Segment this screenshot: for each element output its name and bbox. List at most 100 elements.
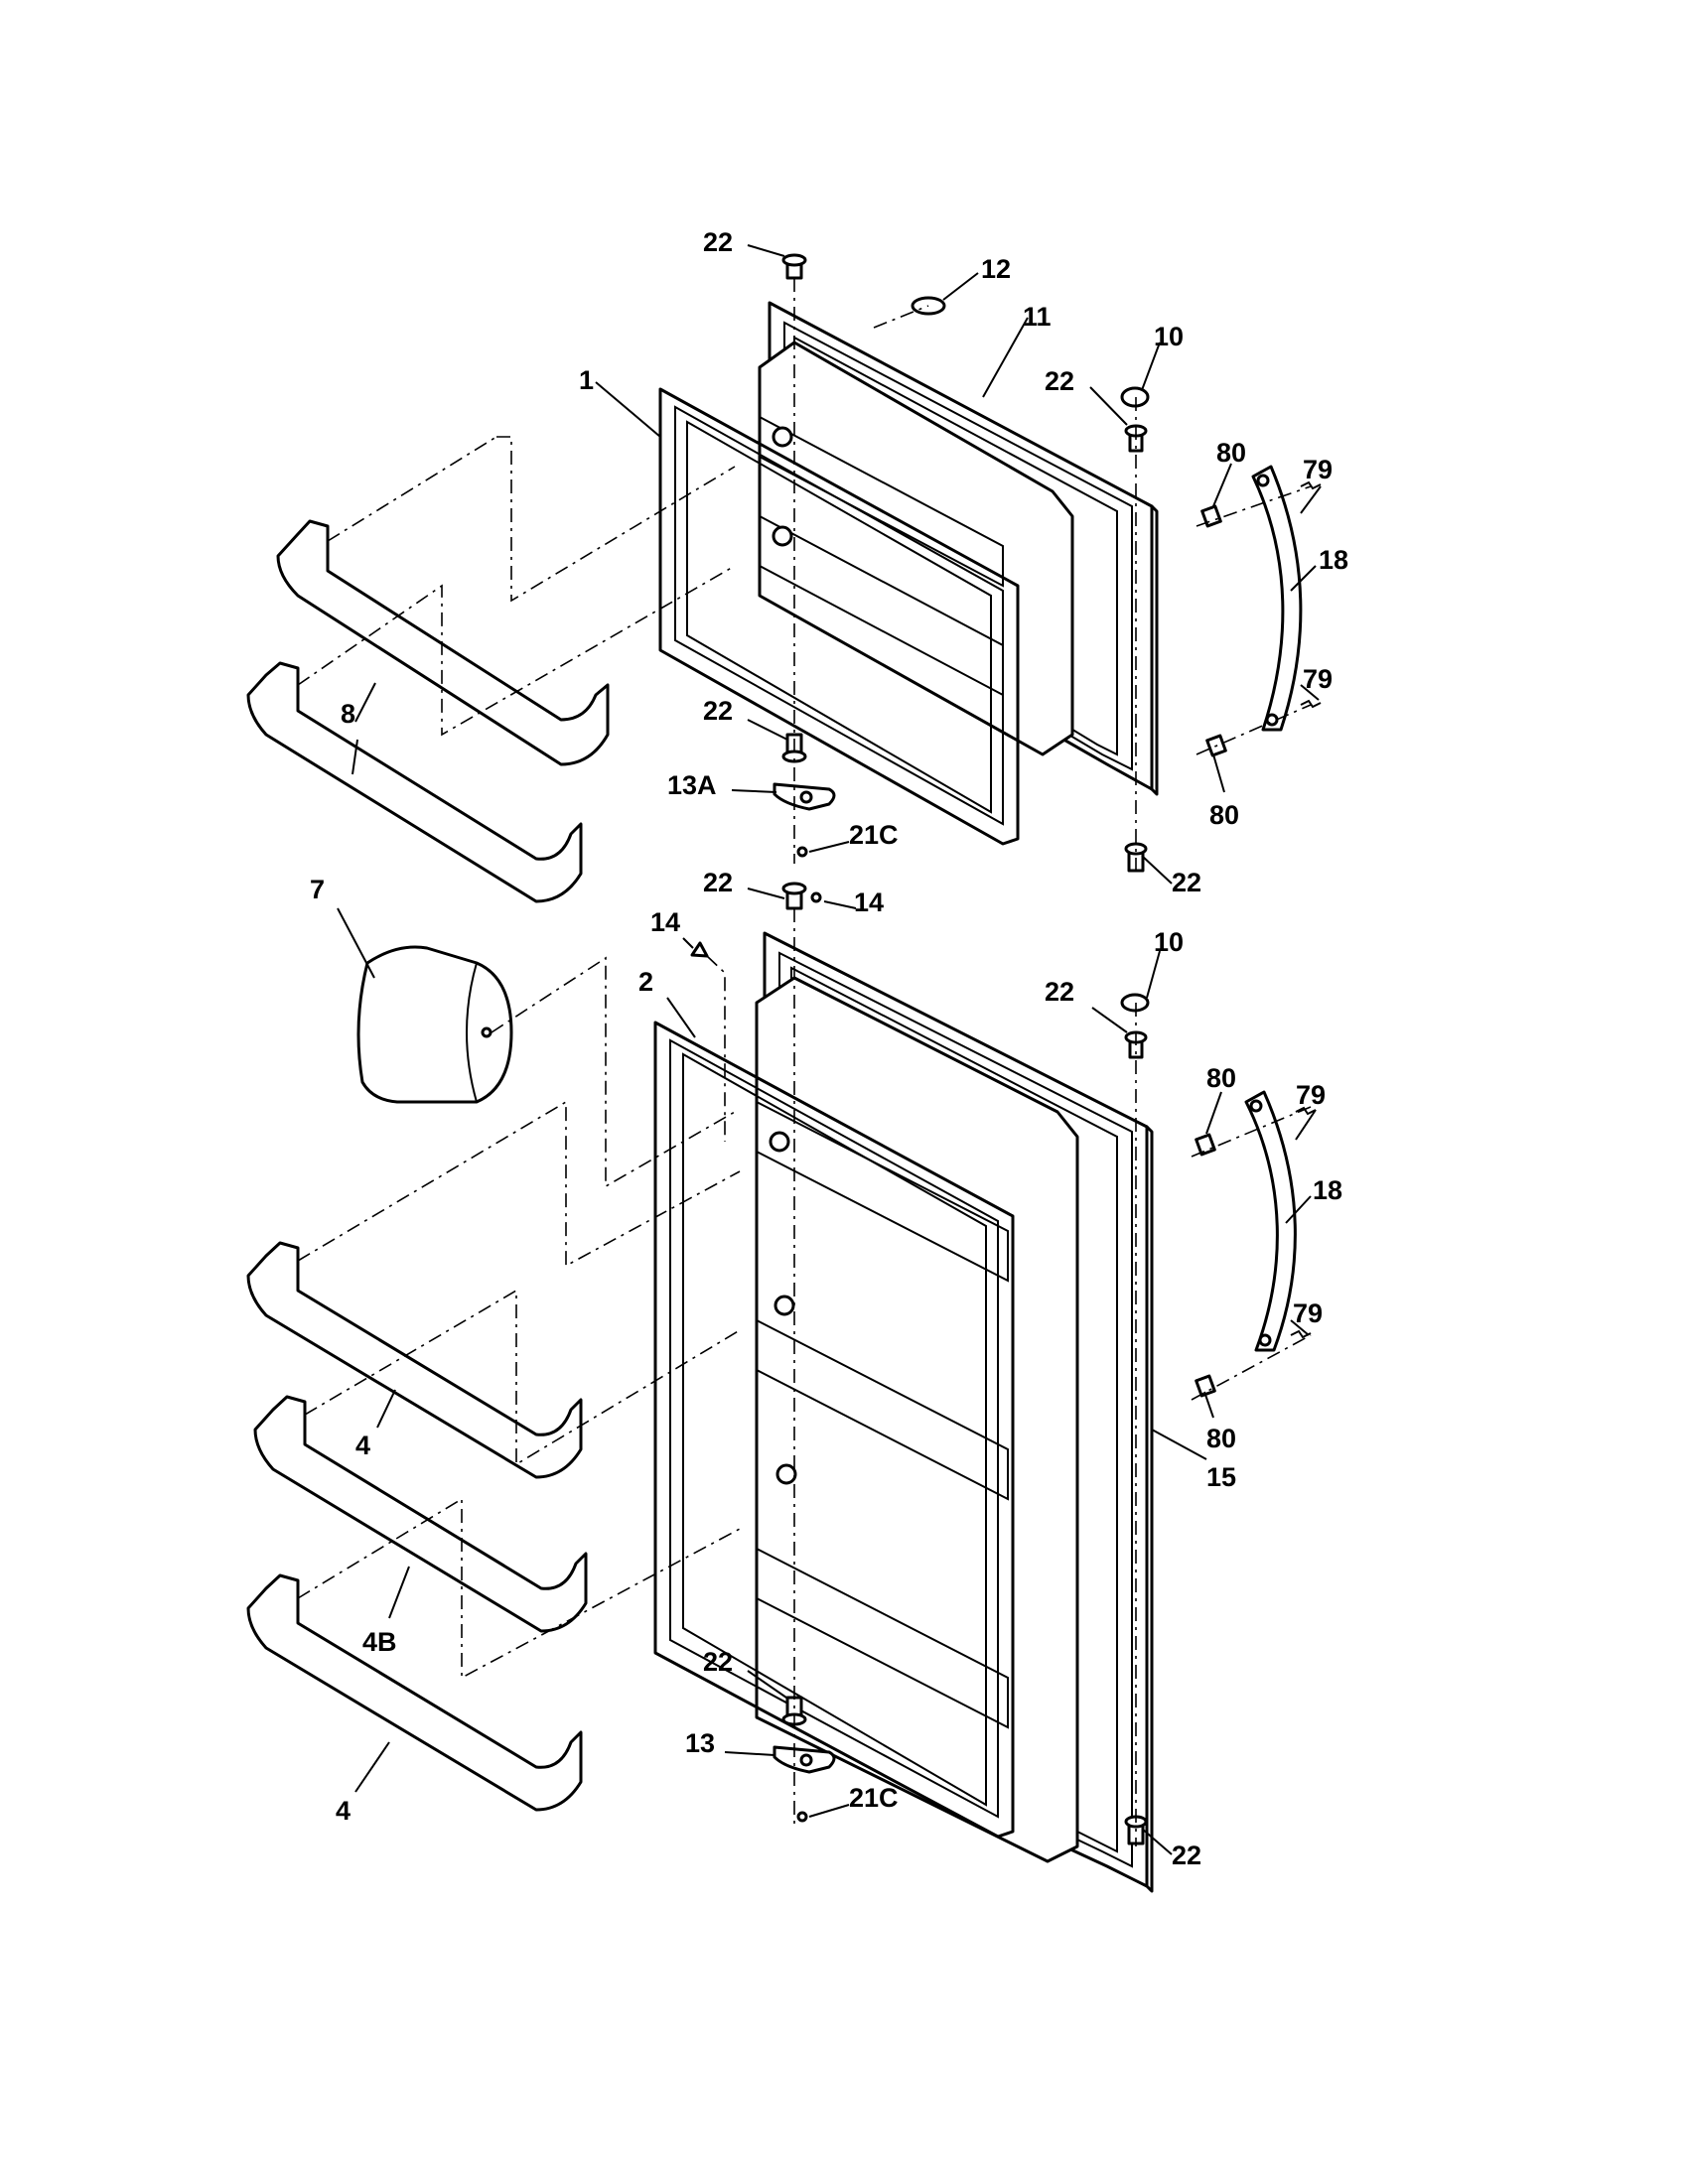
leader-18a — [1290, 565, 1317, 592]
leader-79a — [1300, 485, 1322, 514]
freezer-liner-stud-2 — [772, 525, 793, 547]
leader-79c — [1295, 1109, 1317, 1141]
leader-4a — [376, 1389, 396, 1429]
callout-11: 11 — [1023, 302, 1052, 332]
leader-14b — [682, 937, 694, 949]
leader-22b — [1089, 386, 1128, 426]
leader-14a — [823, 900, 857, 909]
freezer-door-side — [1150, 504, 1159, 796]
leader-80c — [1205, 1091, 1222, 1135]
freezer-bin-upper — [276, 519, 610, 766]
freezer-liner-stud-1 — [772, 426, 793, 448]
leader-79d — [1290, 1319, 1310, 1336]
leader-18b — [1285, 1195, 1312, 1224]
fresh-food-bin-axis-3 — [297, 1497, 741, 1680]
shim-14-b — [690, 941, 709, 958]
callout-22: 22 — [703, 868, 733, 897]
screw-79-a — [1300, 480, 1322, 490]
callout-14: 14 — [854, 887, 884, 917]
leader-8-up — [354, 682, 376, 723]
fresh-food-gasket-inner — [669, 1038, 999, 1819]
callout-7: 7 — [310, 875, 325, 904]
plug-10-b — [1120, 993, 1150, 1013]
fresh-food-bin-2 — [246, 1573, 583, 1812]
callout-13: 13 — [685, 1728, 715, 1758]
plug-10-a — [1120, 386, 1150, 408]
callout-79: 79 — [1303, 664, 1333, 694]
freezer-handle-hole-top — [1256, 474, 1270, 487]
fresh-food-gasket — [653, 1021, 1015, 1839]
fresh-food-door-bins — [246, 1100, 741, 1812]
callout-22: 22 — [1045, 977, 1074, 1007]
fresh-food-door-liner — [755, 976, 1079, 1863]
fresh-food-handle-axis-bottom — [1191, 1334, 1312, 1401]
freezer-bin-axis-2 — [496, 436, 736, 603]
leader-lines — [337, 244, 1322, 1855]
fresh-food-liner-stud-3 — [775, 1463, 797, 1485]
hinge-13a-hole — [799, 790, 813, 804]
leader-22c — [747, 719, 788, 741]
screw-21c-a — [796, 846, 808, 858]
dairy-cover — [356, 945, 736, 1188]
screw-79-b — [1300, 699, 1322, 709]
callout-80: 80 — [1206, 1063, 1236, 1093]
freezer-gasket-inner — [674, 405, 1004, 826]
fresh-food-door-side — [1145, 1125, 1154, 1893]
screw-14-a — [810, 891, 822, 903]
dairy-cover-axis — [491, 956, 736, 1188]
screw-79-d — [1290, 1329, 1312, 1339]
fresh-food-door-assembly — [653, 882, 1317, 1893]
handle-axis-top — [1196, 485, 1312, 527]
fresh-food-liner-shelf-3 — [756, 1547, 1009, 1729]
handle-screw-80-d — [1195, 1374, 1216, 1398]
freezer-door-assembly — [658, 253, 1322, 874]
callout-22: 22 — [703, 1647, 733, 1677]
freezer-gasket-inner-2 — [686, 420, 992, 814]
freezer-door-liner — [758, 341, 1074, 756]
fresh-food-liner-shelf-2 — [756, 1318, 1009, 1501]
leader-21ca — [808, 841, 850, 853]
callout-21c: 21C — [849, 820, 899, 850]
leader-7 — [337, 907, 375, 979]
callout-2: 2 — [638, 967, 653, 997]
leader-22d — [1141, 855, 1173, 885]
leader-13 — [724, 1751, 775, 1756]
callout-22: 22 — [1172, 868, 1201, 897]
callout-22: 22 — [703, 227, 733, 257]
leader-22a — [747, 244, 785, 257]
handle-screw-80-c — [1195, 1133, 1216, 1157]
leader-1 — [595, 381, 661, 438]
callout-80: 80 — [1206, 1424, 1236, 1453]
callout-21c: 21C — [849, 1783, 899, 1813]
plug-12-axis — [873, 305, 929, 329]
callout-18: 18 — [1319, 545, 1348, 575]
callout-1: 1 — [579, 365, 594, 395]
callout-22: 22 — [703, 696, 733, 726]
leader-13a — [731, 789, 777, 793]
callout-labels: 22 12 11 10 22 1 80 79 18 79 8 22 80 13A… — [310, 227, 1348, 1870]
freezer-bin-axis-3 — [297, 565, 736, 737]
leader-4b — [388, 1566, 410, 1619]
fresh-food-bin-4b — [253, 1395, 588, 1633]
hinge-13-hole — [799, 1753, 813, 1767]
callout-18: 18 — [1313, 1175, 1342, 1205]
leader-22h — [1141, 1828, 1173, 1855]
callout-79: 79 — [1296, 1080, 1326, 1110]
leader-12 — [942, 272, 979, 301]
screw-79-c — [1295, 1106, 1317, 1116]
fresh-food-bin-axis-1 — [297, 1100, 741, 1268]
leader-80a — [1212, 463, 1232, 507]
callout-22: 22 — [1045, 366, 1074, 396]
freezer-door-bins — [246, 436, 736, 903]
leader-2 — [666, 997, 696, 1038]
leader-8-down — [352, 739, 358, 775]
leader-4c — [354, 1741, 390, 1793]
callout-14: 14 — [650, 907, 680, 937]
fresh-food-bin-axis-2 — [304, 1289, 741, 1466]
dairy-cover-edge — [466, 962, 478, 1103]
fresh-food-handle-hole-top — [1249, 1099, 1263, 1113]
fresh-food-bin-1 — [246, 1241, 583, 1479]
leader-79b — [1300, 684, 1320, 701]
handle-screw-80-a — [1200, 504, 1222, 528]
